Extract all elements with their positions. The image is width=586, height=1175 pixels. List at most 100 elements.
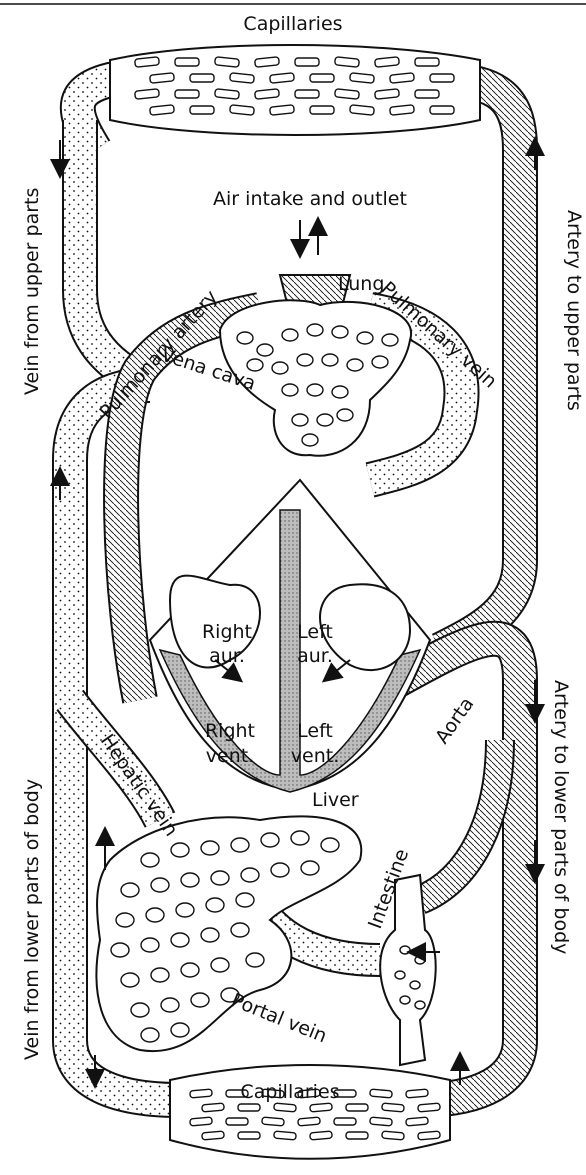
label-artery-upper: Artery to upper parts bbox=[563, 210, 585, 411]
capillary-segment bbox=[430, 74, 454, 82]
lobule bbox=[415, 1001, 425, 1009]
alveolus bbox=[257, 344, 273, 356]
capillary-segment bbox=[238, 1104, 260, 1111]
capillary-segment bbox=[274, 1131, 297, 1140]
capillary-segment bbox=[346, 1132, 368, 1139]
lobule bbox=[181, 873, 199, 887]
label-capillaries-top: Capillaries bbox=[243, 13, 342, 35]
lobule bbox=[410, 981, 420, 989]
capillary-segment bbox=[150, 105, 175, 115]
capillary-segment bbox=[335, 57, 360, 67]
capillary-segment bbox=[230, 73, 255, 83]
capillary-segment bbox=[415, 90, 439, 98]
lobule bbox=[141, 1028, 159, 1042]
capillary-segment bbox=[390, 105, 415, 115]
lobule bbox=[116, 913, 134, 927]
capillary-segment bbox=[270, 73, 295, 83]
lobule bbox=[201, 928, 219, 942]
lobule bbox=[151, 968, 169, 982]
capillary-segment bbox=[150, 73, 175, 83]
lobule bbox=[211, 958, 229, 972]
lobule bbox=[201, 841, 219, 855]
capillary-segment bbox=[190, 74, 214, 82]
alveolus bbox=[372, 356, 388, 368]
alveolus bbox=[282, 329, 298, 341]
vein-upper-vessel bbox=[78, 80, 140, 380]
capillary-segment bbox=[430, 106, 454, 114]
alveolus bbox=[317, 414, 333, 426]
label-capillaries-bottom: Capillaries bbox=[240, 1081, 339, 1103]
capillary-segment bbox=[350, 73, 375, 83]
capillary-segment bbox=[270, 105, 295, 115]
capillary-segment bbox=[190, 106, 214, 114]
capillary-segment bbox=[274, 1103, 297, 1112]
lobule bbox=[181, 963, 199, 977]
capillary-segment bbox=[375, 89, 400, 99]
capillary-segment bbox=[382, 1131, 405, 1140]
capillary-segment bbox=[202, 1131, 225, 1140]
capillary-segment bbox=[215, 57, 240, 67]
lobule bbox=[131, 1003, 149, 1017]
lobule bbox=[121, 973, 139, 987]
alveolus bbox=[302, 434, 318, 446]
capillary-segment bbox=[390, 73, 415, 83]
lobule bbox=[151, 878, 169, 892]
alveolus bbox=[332, 386, 348, 398]
capillary-segment bbox=[415, 58, 439, 66]
capillary-segment bbox=[135, 57, 160, 67]
lobule bbox=[321, 838, 339, 852]
alveolus bbox=[282, 384, 298, 396]
lobule bbox=[171, 1023, 189, 1037]
alveolus bbox=[247, 359, 263, 371]
alveolus bbox=[307, 384, 323, 396]
alveolus bbox=[307, 324, 323, 336]
capillary-segment bbox=[202, 1103, 225, 1112]
capillary-segment bbox=[298, 1117, 321, 1126]
capillary-segment bbox=[334, 1118, 356, 1125]
capillary-segment bbox=[310, 1131, 333, 1140]
label-left-vent-1: Left bbox=[297, 720, 333, 742]
intestinal-artery-vessel bbox=[420, 740, 500, 900]
lobule bbox=[301, 861, 319, 875]
label-left-aur-2: aur. bbox=[297, 645, 333, 667]
capillary-segment bbox=[346, 1104, 368, 1111]
label-left-aur-1: Left bbox=[297, 621, 333, 643]
capillary-segment bbox=[215, 89, 240, 99]
lobule bbox=[121, 883, 139, 897]
lobule bbox=[211, 871, 229, 885]
lobule bbox=[141, 938, 159, 952]
capillary-segment bbox=[406, 1117, 429, 1126]
lobule bbox=[400, 946, 410, 954]
label-portal-vein: Portal vein bbox=[228, 989, 330, 1047]
capillary-segment bbox=[295, 58, 319, 66]
capillary-segment bbox=[190, 1117, 213, 1126]
capillary-segment bbox=[190, 1089, 213, 1098]
alveolus bbox=[382, 334, 398, 346]
capillary-segment bbox=[226, 1118, 248, 1125]
capillary-segment bbox=[135, 89, 160, 99]
capillary-segment bbox=[370, 1117, 393, 1126]
lobule bbox=[231, 923, 249, 937]
alveolus bbox=[322, 354, 338, 366]
label-aorta: Aorta bbox=[431, 693, 478, 748]
label-vein-lower: Vein from lower parts of body bbox=[21, 779, 43, 1060]
lobule bbox=[176, 903, 194, 917]
label-liver: Liver bbox=[312, 789, 359, 811]
lobule bbox=[291, 831, 309, 845]
lobule bbox=[261, 833, 279, 847]
lobule bbox=[171, 933, 189, 947]
lobule bbox=[415, 956, 425, 964]
alveolus bbox=[337, 409, 353, 421]
label-right-aur-2: aur. bbox=[209, 645, 245, 667]
capillary-segment bbox=[295, 90, 319, 98]
alveolus bbox=[292, 414, 308, 426]
capillary-segment bbox=[262, 1117, 285, 1126]
capillary-segment bbox=[375, 57, 400, 67]
lobule bbox=[191, 993, 209, 1007]
label-right-vent-1: Right bbox=[205, 720, 255, 742]
lobule bbox=[141, 853, 159, 867]
capillary-segment bbox=[255, 57, 280, 67]
lobule bbox=[171, 843, 189, 857]
lobule bbox=[111, 943, 129, 957]
